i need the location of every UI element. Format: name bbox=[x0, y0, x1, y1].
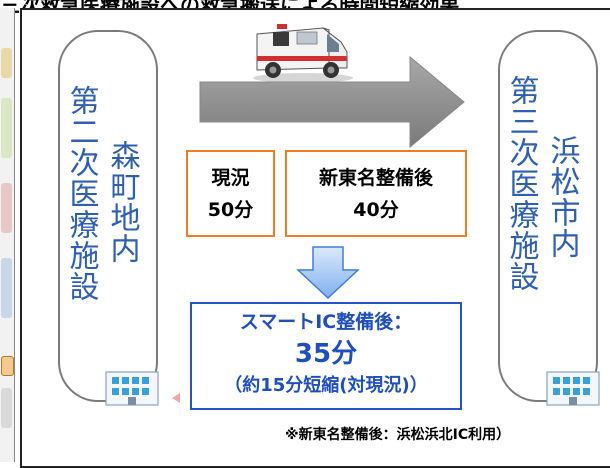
after-shintomei-time: 40分 bbox=[353, 199, 399, 221]
arrow-down-icon bbox=[296, 246, 360, 300]
right-facility-type: 第三次医療施設 bbox=[503, 75, 539, 292]
current-label: 現況 bbox=[211, 167, 250, 189]
right-facility-location: 浜松市内 bbox=[544, 135, 580, 259]
ambulance-icon bbox=[253, 24, 353, 83]
map-edge-strip bbox=[0, 8, 15, 462]
left-facility-type: 第二次医療施設 bbox=[63, 85, 99, 302]
connector-arrow-icon bbox=[172, 393, 180, 403]
after-shintomei-label: 新東名整備後 bbox=[318, 167, 433, 189]
smart-ic-time: 35分 bbox=[294, 339, 358, 369]
left-facility-panel bbox=[58, 30, 158, 402]
footnote: ※新東名整備後：浜松浜北IC利用） bbox=[285, 427, 511, 443]
arrow-right-icon bbox=[199, 55, 465, 149]
smart-ic-label: スマートIC整備後： bbox=[239, 311, 413, 333]
after-shintomei-box: 新東名整備後 40分 bbox=[285, 150, 467, 237]
left-facility-location: 森町地内 bbox=[104, 140, 140, 264]
current-time: 50分 bbox=[207, 199, 254, 221]
hospital-icon bbox=[105, 371, 159, 406]
smart-ic-reduction: （約15分短縮(対現況)） bbox=[224, 375, 428, 396]
smart-ic-result-box: スマートIC整備後： 35分 （約15分短縮(対現況)） bbox=[190, 302, 462, 410]
hospital-icon bbox=[546, 371, 600, 406]
current-time-box: 現況 50分 bbox=[186, 150, 275, 237]
